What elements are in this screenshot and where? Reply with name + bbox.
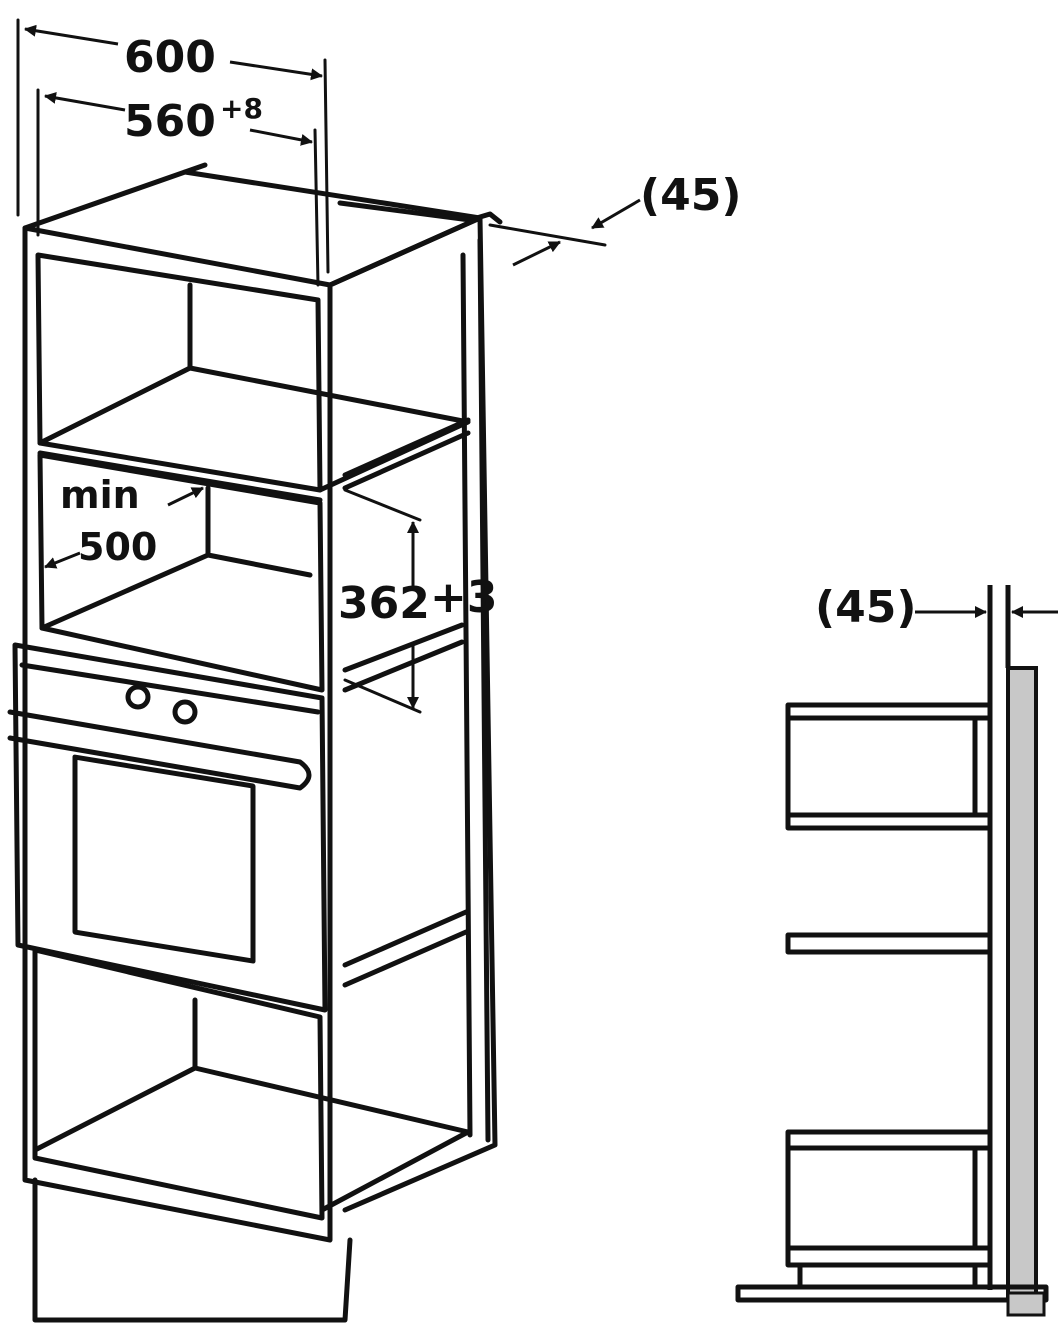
lower-compartment	[32, 947, 325, 1221]
microwave-niche	[37, 452, 325, 693]
oven-handle	[7, 709, 312, 791]
label-45-side: (45)	[815, 582, 916, 633]
middle-shelf	[785, 932, 993, 955]
label-362: 362	[338, 578, 430, 629]
arrow-600-right	[229, 60, 323, 81]
label-362-tolerance: +3	[430, 572, 497, 623]
arrow-min-upper	[167, 486, 204, 507]
oven-window	[72, 754, 256, 964]
dimension-arrows	[24, 24, 641, 709]
arrow-560-right	[249, 128, 313, 146]
oven-knob-left	[125, 684, 151, 710]
tall-cabinet	[7, 18, 607, 1323]
dimension-labels: 600 560 +8 (45) min 500 362 +3 (45)	[60, 32, 916, 633]
side-section-view	[735, 585, 1058, 1317]
arrow-560-left	[44, 91, 126, 112]
label-min: min	[60, 473, 140, 517]
oven-body	[12, 642, 328, 1013]
label-560: 560	[124, 96, 216, 147]
arrow-45-top-lower	[512, 240, 561, 267]
arrow-600-left	[24, 24, 119, 46]
oven-knob-right	[172, 699, 198, 725]
bottom-shelf-box	[785, 1129, 993, 1151]
label-45-top: (45)	[640, 170, 741, 221]
cabinet-plinth	[32, 1177, 353, 1323]
extension-line-600-right	[323, 58, 330, 274]
cabinet-side	[327, 215, 498, 1213]
wall	[1006, 666, 1038, 1300]
top-shelf-box	[785, 702, 993, 721]
cabinet-top	[22, 169, 483, 288]
arrow-min-lower	[44, 551, 81, 569]
label-560-tolerance: +8	[220, 92, 263, 125]
label-600: 600	[124, 32, 216, 83]
label-500: 500	[78, 525, 157, 569]
floor	[735, 1284, 1049, 1303]
arrow-45-top-upper	[591, 198, 641, 230]
cabinet-front-frame	[22, 225, 333, 1243]
